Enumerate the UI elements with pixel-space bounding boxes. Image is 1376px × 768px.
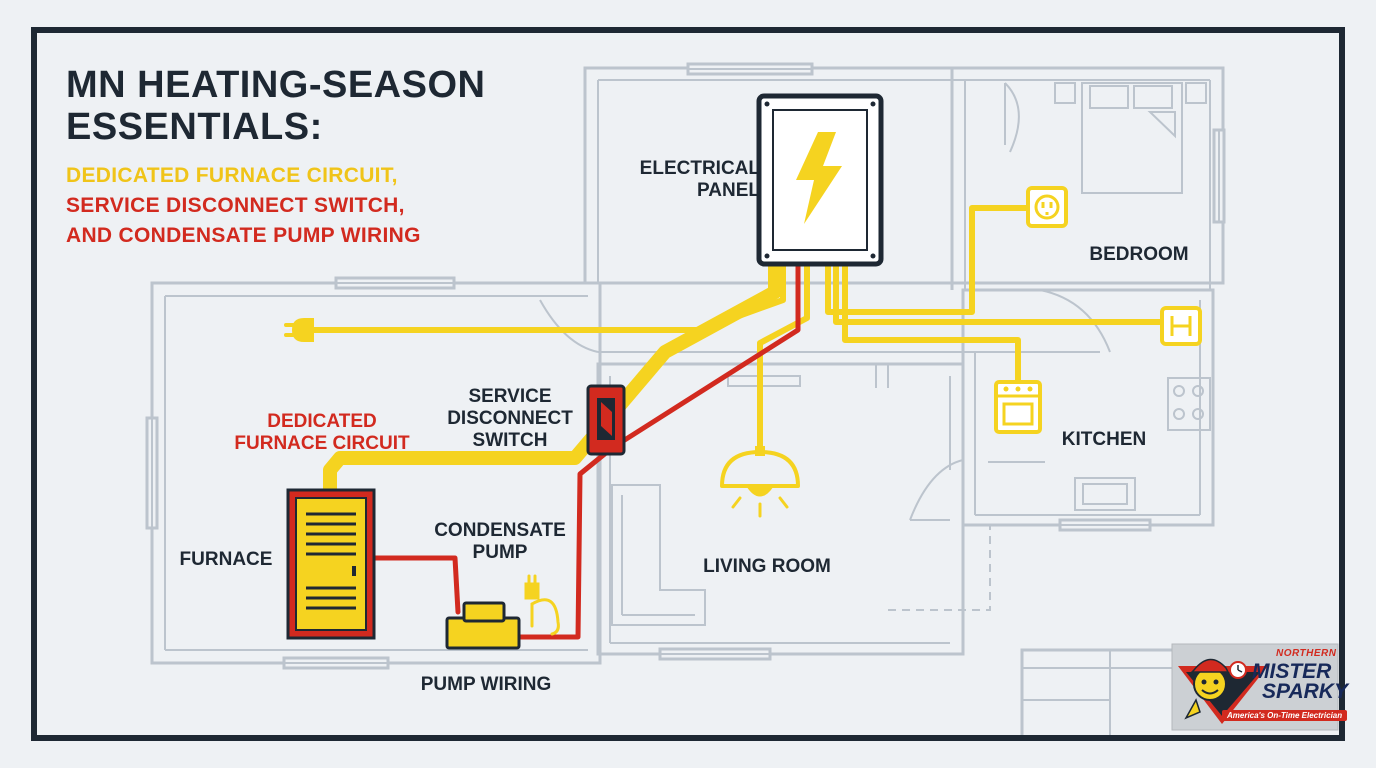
- floor-plan: [145, 62, 1226, 735]
- subtitle-line-3: AND CONDENSATE PUMP WIRING: [66, 224, 421, 247]
- logo-name-line-1: Mister: [1252, 660, 1332, 683]
- living-room-label: LIVING ROOM: [703, 556, 831, 577]
- pump-wiring-label: PUMP WIRING: [420, 674, 552, 695]
- furnace-pump-wire: [371, 555, 461, 615]
- stove-icon: [994, 380, 1042, 434]
- service-disconnect-label-line-3: SWITCH: [472, 430, 548, 451]
- electrical-panel-label-line-2: PANEL: [697, 180, 760, 201]
- page-title: MN HEATING-SEASON ESSENTIALS:: [66, 64, 485, 148]
- appliance-icon: [1160, 306, 1202, 346]
- electrical-panel: [756, 93, 884, 267]
- condensate-pump-label: CONDENSATE PUMP: [420, 520, 580, 564]
- pump-wiring-wire: [517, 259, 801, 640]
- dedicated-furnace-circuit-wire: [323, 255, 782, 497]
- bedroom-label: BEDROOM: [1089, 244, 1189, 265]
- appliance-wire: [833, 259, 1165, 325]
- plug-icon: [284, 318, 314, 342]
- kitchen-stove-wire: [842, 259, 1021, 385]
- title-line-1: MN HEATING-SEASON: [66, 64, 486, 106]
- subtitle-line-1: DEDICATED FURNACE CIRCUIT,: [66, 164, 398, 187]
- furnace-unit: [286, 488, 376, 640]
- red-wires: [371, 259, 801, 640]
- outlet-icon: [1026, 186, 1068, 228]
- service-disconnect-label: SERVICE DISCONNECT SWITCH: [436, 386, 584, 452]
- electrical-panel-label-line-1: ELECTRICAL: [639, 158, 760, 179]
- electrical-panel-label: ELECTRICAL PANEL: [612, 158, 760, 202]
- logo-tagline: America's On-Time Electrician: [1222, 710, 1348, 721]
- pendant-lamp-icon: [720, 446, 800, 518]
- mascot-icon: [1184, 658, 1247, 720]
- condensate-pump-label-line-1: CONDENSATE: [434, 520, 566, 541]
- service-disconnect-label-line-1: SERVICE: [468, 386, 552, 407]
- toggle-switch-icon: [586, 384, 626, 456]
- lightning-bolt-icon: [796, 132, 842, 224]
- logo-name-line-2: Sparky: [1262, 680, 1348, 703]
- service-disconnect-label-line-2: DISCONNECT: [447, 408, 573, 429]
- dedicated-circuit-label-line-1: DEDICATED: [267, 411, 377, 432]
- dedicated-circuit-label: DEDICATED FURNACE CIRCUIT: [220, 411, 424, 455]
- title-line-2: ESSENTIALS:: [66, 106, 323, 148]
- dedicated-circuit-label-line-2: FURNACE CIRCUIT: [234, 433, 410, 454]
- furnace-label: FURNACE: [179, 549, 273, 570]
- condensate-pump-unit: [445, 574, 560, 650]
- kitchen-label: KITCHEN: [1061, 429, 1147, 450]
- yellow-wires: [307, 205, 1165, 497]
- logo-top-text: NORTHERN: [1276, 648, 1337, 659]
- outer-frame: [31, 27, 1345, 741]
- condensate-pump-label-line-2: PUMP: [472, 542, 528, 563]
- subtitle-line-2: SERVICE DISCONNECT SWITCH,: [66, 194, 405, 217]
- lighting-circuit-wire: [757, 259, 810, 451]
- bedroom-outlet-wire: [825, 205, 1031, 315]
